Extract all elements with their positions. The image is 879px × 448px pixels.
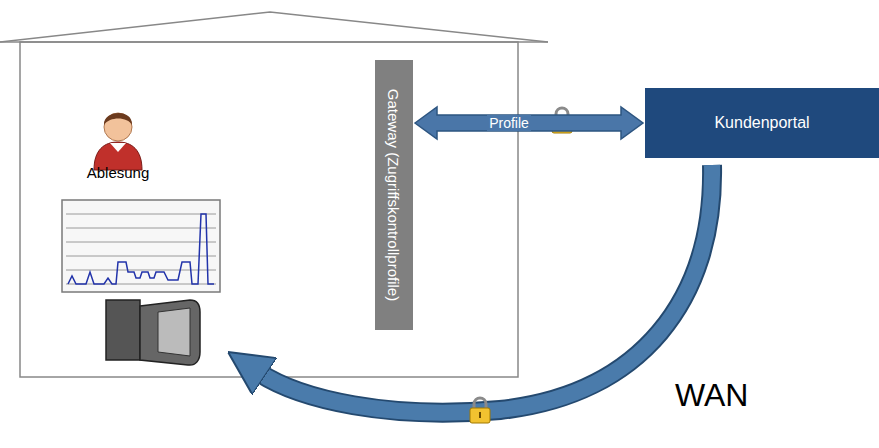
- lock-icon: [470, 398, 490, 423]
- person-icon: [94, 113, 142, 170]
- computer-icon: [106, 300, 200, 365]
- wan-arrow-body: [258, 165, 712, 413]
- network-label: WAN: [675, 377, 748, 414]
- house-wall: [20, 42, 518, 377]
- person-head: [104, 113, 132, 141]
- double-arrow: [415, 107, 643, 139]
- gateway-label: Gateway (Zugriffskontrollprofile): [375, 60, 413, 330]
- wan-arrow: [258, 165, 712, 413]
- person-label: Ablesung: [70, 164, 166, 181]
- portal-label: Kundenportal: [714, 114, 809, 132]
- person-collar: [110, 143, 126, 152]
- chart-series: [68, 214, 214, 284]
- roof-line: [0, 12, 548, 42]
- chart-frame: [62, 200, 220, 292]
- cloud-outline: [541, 196, 879, 448]
- edge-label: Profile: [487, 115, 531, 131]
- gateway-box: Gateway (Zugriffskontrollprofile): [375, 60, 413, 330]
- monitor: [140, 300, 200, 365]
- portal-box: Kundenportal: [645, 88, 879, 158]
- chart-grid: [66, 214, 216, 284]
- computer-case: [106, 300, 140, 360]
- wan-cloud: WAN: [525, 165, 879, 448]
- monitor-screen: [158, 308, 190, 356]
- wan-arrow-outline: [258, 165, 712, 413]
- person-hair: [104, 113, 132, 125]
- chart-icon: [62, 200, 220, 292]
- house-outline: [0, 12, 548, 377]
